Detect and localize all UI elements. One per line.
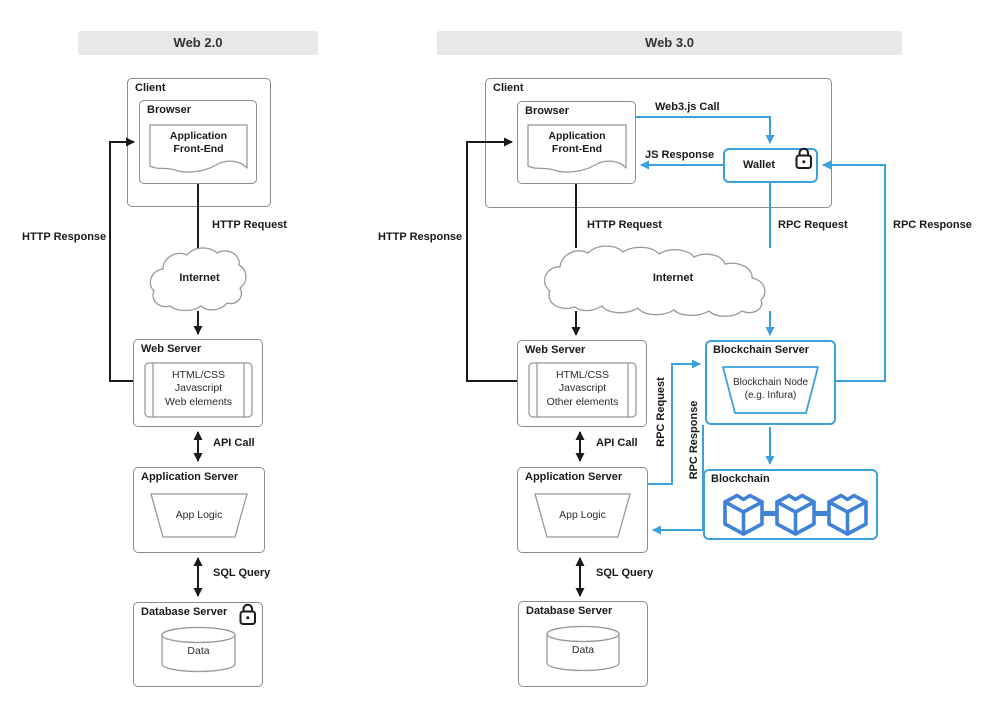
web3-app-logic-text: App Logic <box>559 509 606 521</box>
web2-data-text: Data <box>187 645 210 657</box>
blockchain-node-text: Blockchain Node (e.g. Infura) <box>732 377 809 401</box>
web3-http-response-label: HTTP Response <box>378 231 463 243</box>
web2-app-front-end-text: Application Front-End <box>169 130 228 156</box>
wallet-title: Wallet <box>743 159 775 171</box>
web2-api-call-label: API Call <box>213 437 255 449</box>
rpc-request-wallet-label: RPC Request <box>778 219 848 231</box>
js-response-label: JS Response <box>645 149 715 161</box>
web3js-call-label: Web3.js Call <box>655 101 720 113</box>
web2-app-logic-text: App Logic <box>175 509 223 521</box>
web3-client-title: Client <box>493 82 524 94</box>
web3-browser-title: Browser <box>525 105 570 117</box>
web2-sql-query-label: SQL Query <box>213 567 271 579</box>
web3-data-text: Data <box>571 644 595 656</box>
web3-http-request-label: HTTP Request <box>587 219 662 231</box>
web3-sql-query-label: SQL Query <box>596 567 654 579</box>
web3-database-server-title: Database Server <box>526 605 613 617</box>
web3-web-server-content: HTML/CSS Javascript Other elements <box>546 369 619 408</box>
blockchain-title: Blockchain <box>711 473 770 485</box>
web3-web-server-title: Web Server <box>525 344 586 356</box>
web3-internet-label: Internet <box>652 272 694 284</box>
web3-api-call-label: API Call <box>596 437 638 449</box>
rpc-response-app-label: RPC Response <box>688 400 700 480</box>
web2-client-title: Client <box>135 82 166 94</box>
web2-application-server-title: Application Server <box>141 471 239 483</box>
rpc-response-wallet-label: RPC Response <box>893 219 972 231</box>
web2-database-server-title: Database Server <box>141 606 228 618</box>
web2-web-server-content: HTML/CSS Javascript Web elements <box>165 369 232 408</box>
blockchain-server-title: Blockchain Server <box>713 344 809 356</box>
web3-app-front-end-text: Application Front-End <box>548 130 606 156</box>
web2-web-server-title: Web Server <box>141 343 202 355</box>
web3-application-server-title: Application Server <box>525 471 623 483</box>
web2-header: Web 2.0 <box>78 31 318 55</box>
web2-http-request-label: HTTP Request <box>212 219 287 231</box>
web2-internet-label: Internet <box>179 272 220 284</box>
web2-browser-title: Browser <box>147 104 192 116</box>
web3-header: Web 3.0 <box>437 31 902 55</box>
rpc-request-app-label: RPC Request <box>655 377 667 447</box>
web2-http-response-label: HTTP Response <box>22 231 107 243</box>
